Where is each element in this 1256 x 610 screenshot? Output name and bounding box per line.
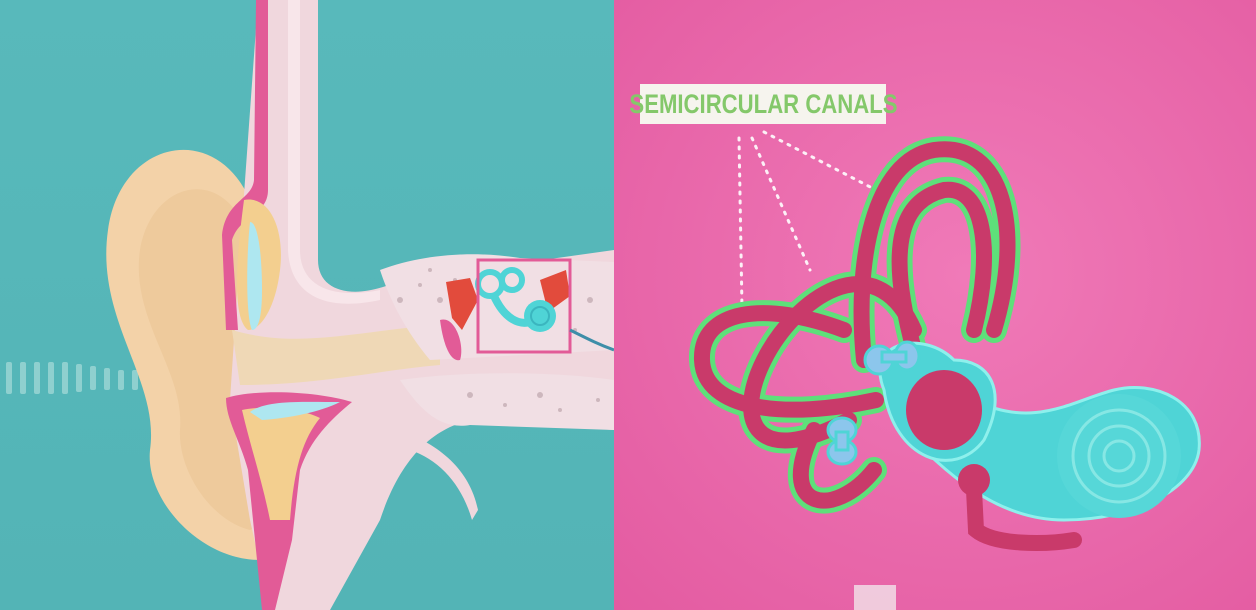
ear-cross-section-illustration [0, 0, 614, 610]
callout-label-text: SEMICIRCULAR CANALS [628, 88, 898, 119]
scalp-skin-strip [222, 0, 268, 330]
eardrum [440, 319, 462, 361]
upper-cartilage-blue [247, 222, 262, 330]
outer-ear-cross-section-panel [0, 0, 614, 610]
ossicles [446, 278, 478, 330]
semicircular-canals-label: SEMICIRCULAR CANALS [629, 84, 897, 124]
ampullae [826, 340, 921, 466]
vestibule [878, 341, 1082, 551]
bottom-artifact [854, 585, 896, 610]
zoom-frame-icon [476, 258, 572, 354]
jaw-tissue [400, 430, 478, 520]
mini-inner-ear [475, 267, 556, 332]
sound-wave-icon [6, 362, 152, 394]
lower-cartilage [242, 407, 320, 520]
ear-canal [232, 325, 440, 385]
semicircular-canals [689, 136, 1021, 514]
lower-cartilage-blue [250, 401, 340, 420]
scalp-fat-layer [268, 0, 380, 304]
auditory-nerve [569, 328, 614, 352]
ossicles-right [540, 270, 570, 312]
callout-leader-lines [737, 130, 878, 310]
